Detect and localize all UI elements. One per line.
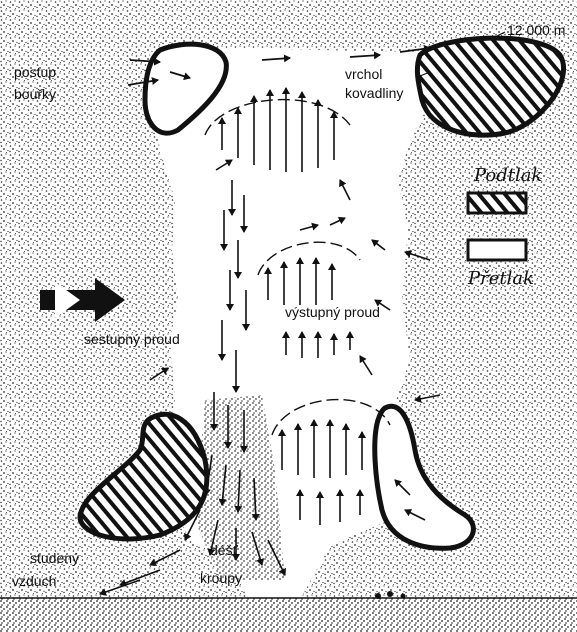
label-updraft: výstupný proud xyxy=(285,304,380,320)
legend-low-pressure-label: Podtlak xyxy=(474,165,542,186)
legend-high-pressure-swatch xyxy=(468,240,526,260)
label-cold-air: studený xyxy=(30,550,79,566)
label-altitude: 12 000 m xyxy=(507,22,565,38)
label-hail: kroupy xyxy=(200,570,242,586)
legend-low-pressure-swatch xyxy=(468,193,526,213)
label-downdraft: sestupný proud xyxy=(84,331,180,347)
label-rain: déšť xyxy=(210,542,238,558)
label-cold-air-2: vzduch xyxy=(12,573,56,589)
label-storm-advance-2: bouřky xyxy=(14,86,56,102)
label-storm-advance: postup xyxy=(14,64,56,80)
label-anvil-top-2: kovadliny xyxy=(345,85,403,101)
ground xyxy=(0,598,577,632)
legend-high-pressure-label: Přetlak xyxy=(468,268,534,289)
label-anvil-top: vrchol xyxy=(345,66,382,82)
